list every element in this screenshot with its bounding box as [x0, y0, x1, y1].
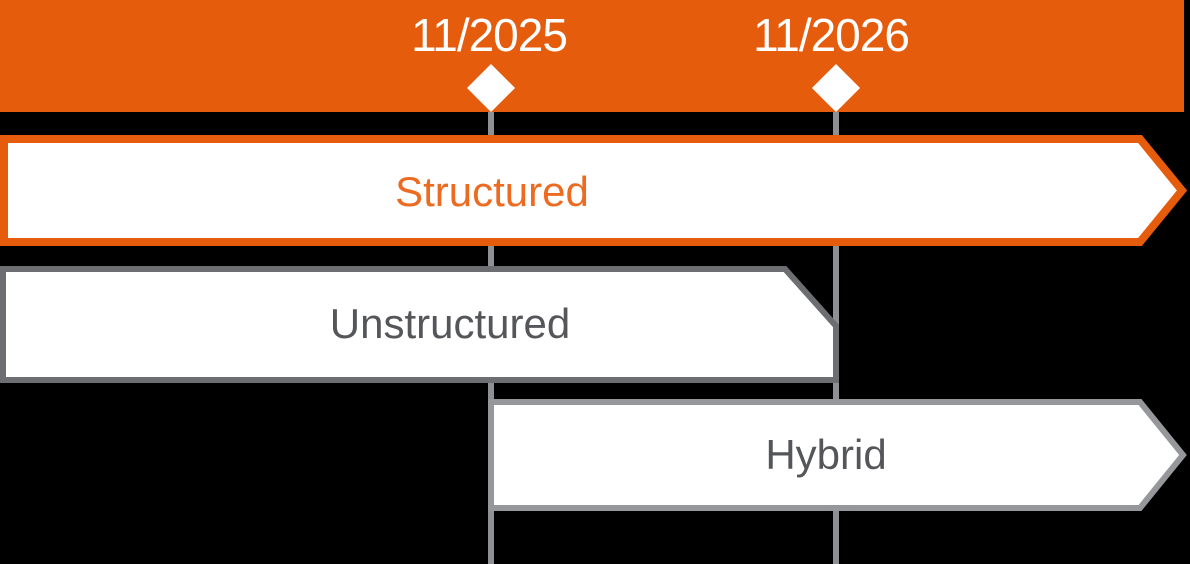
unstructured-bar [0, 266, 839, 383]
unstructured-bar-label: Unstructured [329, 300, 571, 347]
structured-bar-label: Structured [395, 168, 589, 215]
structured-bar [0, 135, 1188, 246]
timeline-header-bar [0, 0, 1184, 112]
milestone-label-2026: 11/2026 [753, 9, 910, 61]
hybrid-bar-label: Hybrid [765, 431, 887, 478]
milestone-label-2025: 11/2025 [411, 9, 568, 61]
hybrid-bar [488, 399, 1187, 511]
